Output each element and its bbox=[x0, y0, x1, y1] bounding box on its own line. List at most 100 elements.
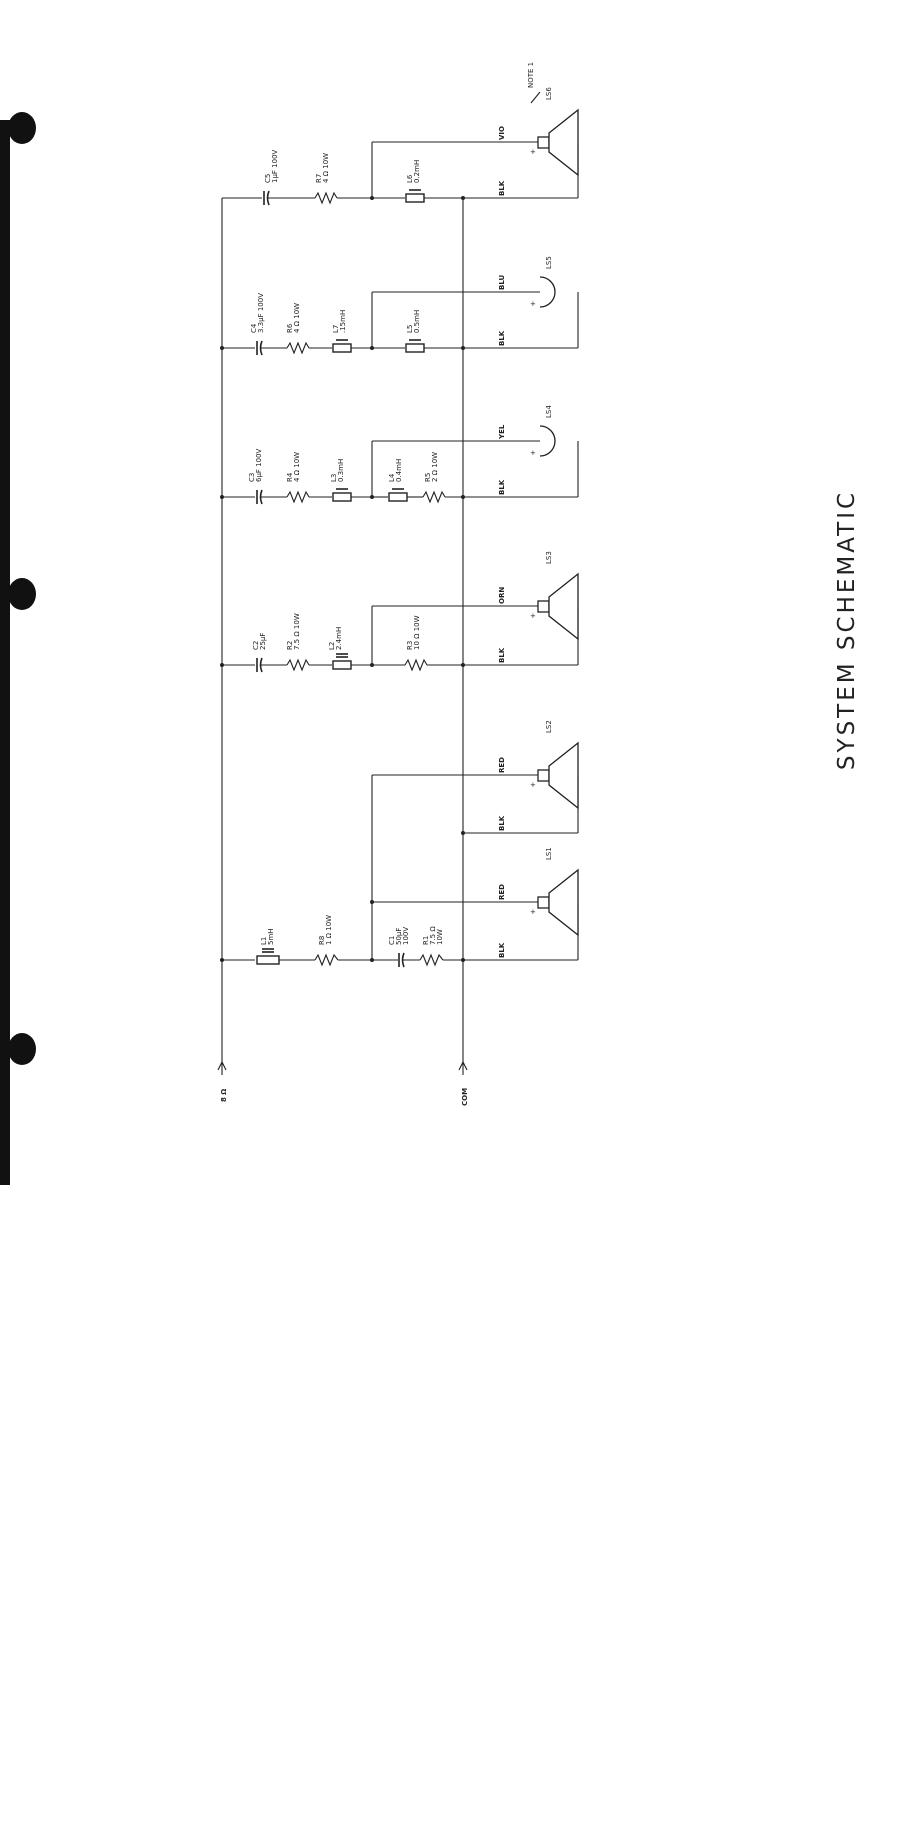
R5-ref: R5 bbox=[424, 473, 432, 482]
C5-value: 1µF 100V bbox=[271, 149, 279, 183]
resistor-R5-symbol bbox=[422, 490, 446, 504]
wire-blk-LS5: BLK bbox=[498, 330, 506, 346]
LS1-label: LS1 bbox=[545, 847, 553, 860]
LS5-label: LS5 bbox=[545, 256, 553, 269]
inductor-L7-symbol bbox=[332, 343, 352, 353]
L1-value: 5mH bbox=[267, 928, 275, 945]
LS6-label: LS6 bbox=[545, 87, 553, 100]
speaker-LS2: LS2 + bbox=[530, 720, 579, 810]
resistor-R1-symbol bbox=[419, 953, 444, 967]
wire-vio-LS6: VIO bbox=[498, 126, 506, 140]
L6-ref: L6 bbox=[406, 174, 414, 183]
L7-value: .15mH bbox=[339, 310, 347, 333]
punch-hole-top bbox=[8, 112, 36, 144]
punch-hole-middle bbox=[8, 578, 36, 610]
wire-blk-LS3: BLK bbox=[498, 647, 506, 663]
LS1-polarity: + bbox=[530, 908, 536, 916]
LS4-polarity: + bbox=[530, 449, 536, 457]
LS3-label: LS3 bbox=[545, 551, 553, 564]
wire-red-LS2: RED bbox=[498, 757, 506, 773]
C1-rating: 100V bbox=[402, 927, 410, 945]
L7-ref: L7 bbox=[332, 325, 340, 333]
wire-blk-LS6: BLK bbox=[498, 180, 506, 196]
R4-ref: R4 bbox=[286, 472, 294, 482]
R1-rating: 10W bbox=[436, 929, 444, 945]
C2-value: 25µF bbox=[259, 633, 267, 650]
LS6-polarity: + bbox=[530, 148, 536, 156]
speaker-LS6: LS6 + NOTE 1 bbox=[527, 62, 579, 177]
branch-LS3: C2 25µF R2 7.5 Ω 10W L2 2.4mH R3 10 Ω 10… bbox=[220, 605, 579, 673]
R8-ref: R8 bbox=[318, 936, 326, 945]
inductor-L6-symbol bbox=[405, 193, 425, 203]
inductor-L5-symbol bbox=[405, 343, 425, 353]
speaker-LS3: LS3 + bbox=[530, 551, 579, 641]
inductor-L3-symbol bbox=[332, 492, 352, 502]
input-common-label: COM bbox=[461, 1088, 469, 1106]
resistor-R8-symbol bbox=[314, 953, 339, 967]
C3-ref: C3 bbox=[248, 473, 256, 482]
resistor-R7-symbol bbox=[314, 191, 338, 205]
branch-LS5: C4 3.3µF 100V R6 4 Ω 10W L7 .15mH L5 0.5… bbox=[220, 291, 579, 356]
speaker-LS1: LS1 + bbox=[530, 847, 579, 937]
wire-yel-LS4: YEL bbox=[498, 424, 506, 440]
C5-ref: C5 bbox=[264, 174, 272, 183]
wire-blk-LS4: BLK bbox=[498, 479, 506, 495]
R2-ref: R2 bbox=[286, 641, 294, 650]
resistor-R2-symbol bbox=[286, 658, 310, 672]
L2-value: 2.4mH bbox=[335, 627, 343, 650]
input-positive-label: 8 Ω bbox=[220, 1089, 228, 1102]
inductor-L2-symbol bbox=[332, 660, 352, 670]
R2-value: 7.5 Ω 10W bbox=[293, 613, 301, 650]
resistor-R3-symbol bbox=[404, 658, 428, 672]
L5-ref: L5 bbox=[406, 325, 414, 333]
LS2-label: LS2 bbox=[545, 720, 553, 733]
L5-value: 0.5mH bbox=[413, 310, 421, 333]
L6-value: 0.2mH bbox=[413, 160, 421, 183]
speaker-LS5: LS5 + bbox=[530, 256, 556, 308]
C1-value: 50µF bbox=[395, 928, 403, 945]
R6-value: 4 Ω 10W bbox=[293, 303, 301, 333]
R3-ref: R3 bbox=[406, 641, 414, 650]
L4-ref: L4 bbox=[388, 473, 396, 482]
L4-value: 0.4mH bbox=[395, 459, 403, 482]
branch-LS4: C3 6µF 100V R4 4 Ω 10W L3 0.3mH L4 0.4mH… bbox=[220, 440, 579, 505]
punch-hole-bottom bbox=[8, 1033, 36, 1065]
R1-value: 7.5 Ω bbox=[429, 926, 437, 945]
note-1-label: NOTE 1 bbox=[527, 62, 535, 88]
wire-orn-LS3: ORN bbox=[498, 587, 506, 604]
wire-red-LS1: RED bbox=[498, 884, 506, 900]
branch-LS6: C5 1µF 100V R7 4 Ω 10W L6 0.2mH bbox=[222, 141, 579, 206]
speaker-LS4: LS4 + bbox=[530, 405, 556, 457]
L2-ref: L2 bbox=[328, 642, 336, 650]
R1-ref: R1 bbox=[422, 936, 430, 945]
C3-value: 6µF 100V bbox=[255, 448, 263, 482]
LS3-polarity: + bbox=[530, 612, 536, 620]
R5-value: 2 Ω 10W bbox=[431, 452, 439, 482]
binder-edge bbox=[0, 120, 10, 1185]
C1-ref: C1 bbox=[388, 936, 396, 945]
inductor-L4-symbol bbox=[388, 492, 408, 502]
LS4-label: LS4 bbox=[545, 405, 553, 418]
LS5-polarity: + bbox=[530, 300, 536, 308]
C2-ref: C2 bbox=[252, 641, 260, 650]
wire-blu-LS5: BLU bbox=[498, 274, 506, 290]
LS2-polarity: + bbox=[530, 781, 536, 789]
R6-ref: R6 bbox=[286, 323, 294, 333]
page-title: SYSTEM SCHEMATIC bbox=[834, 489, 860, 771]
C4-value: 3.3µF 100V bbox=[257, 293, 265, 333]
inductor-L1-symbol bbox=[256, 955, 280, 965]
R8-value: 1 Ω 10W bbox=[325, 915, 333, 945]
L3-ref: L3 bbox=[330, 474, 338, 482]
wire-blk-LS2: BLK bbox=[498, 815, 506, 831]
resistor-R6-symbol bbox=[286, 341, 310, 355]
R7-value: 4 Ω 10W bbox=[322, 153, 330, 183]
C4-ref: C4 bbox=[250, 323, 258, 333]
L1-ref: L1 bbox=[260, 937, 268, 945]
R3-value: 10 Ω 10W bbox=[413, 615, 421, 650]
L3-value: 0.3mH bbox=[337, 459, 345, 482]
note-leader bbox=[530, 91, 541, 104]
resistor-R4-symbol bbox=[286, 490, 310, 504]
R4-value: 4 Ω 10W bbox=[293, 452, 301, 482]
